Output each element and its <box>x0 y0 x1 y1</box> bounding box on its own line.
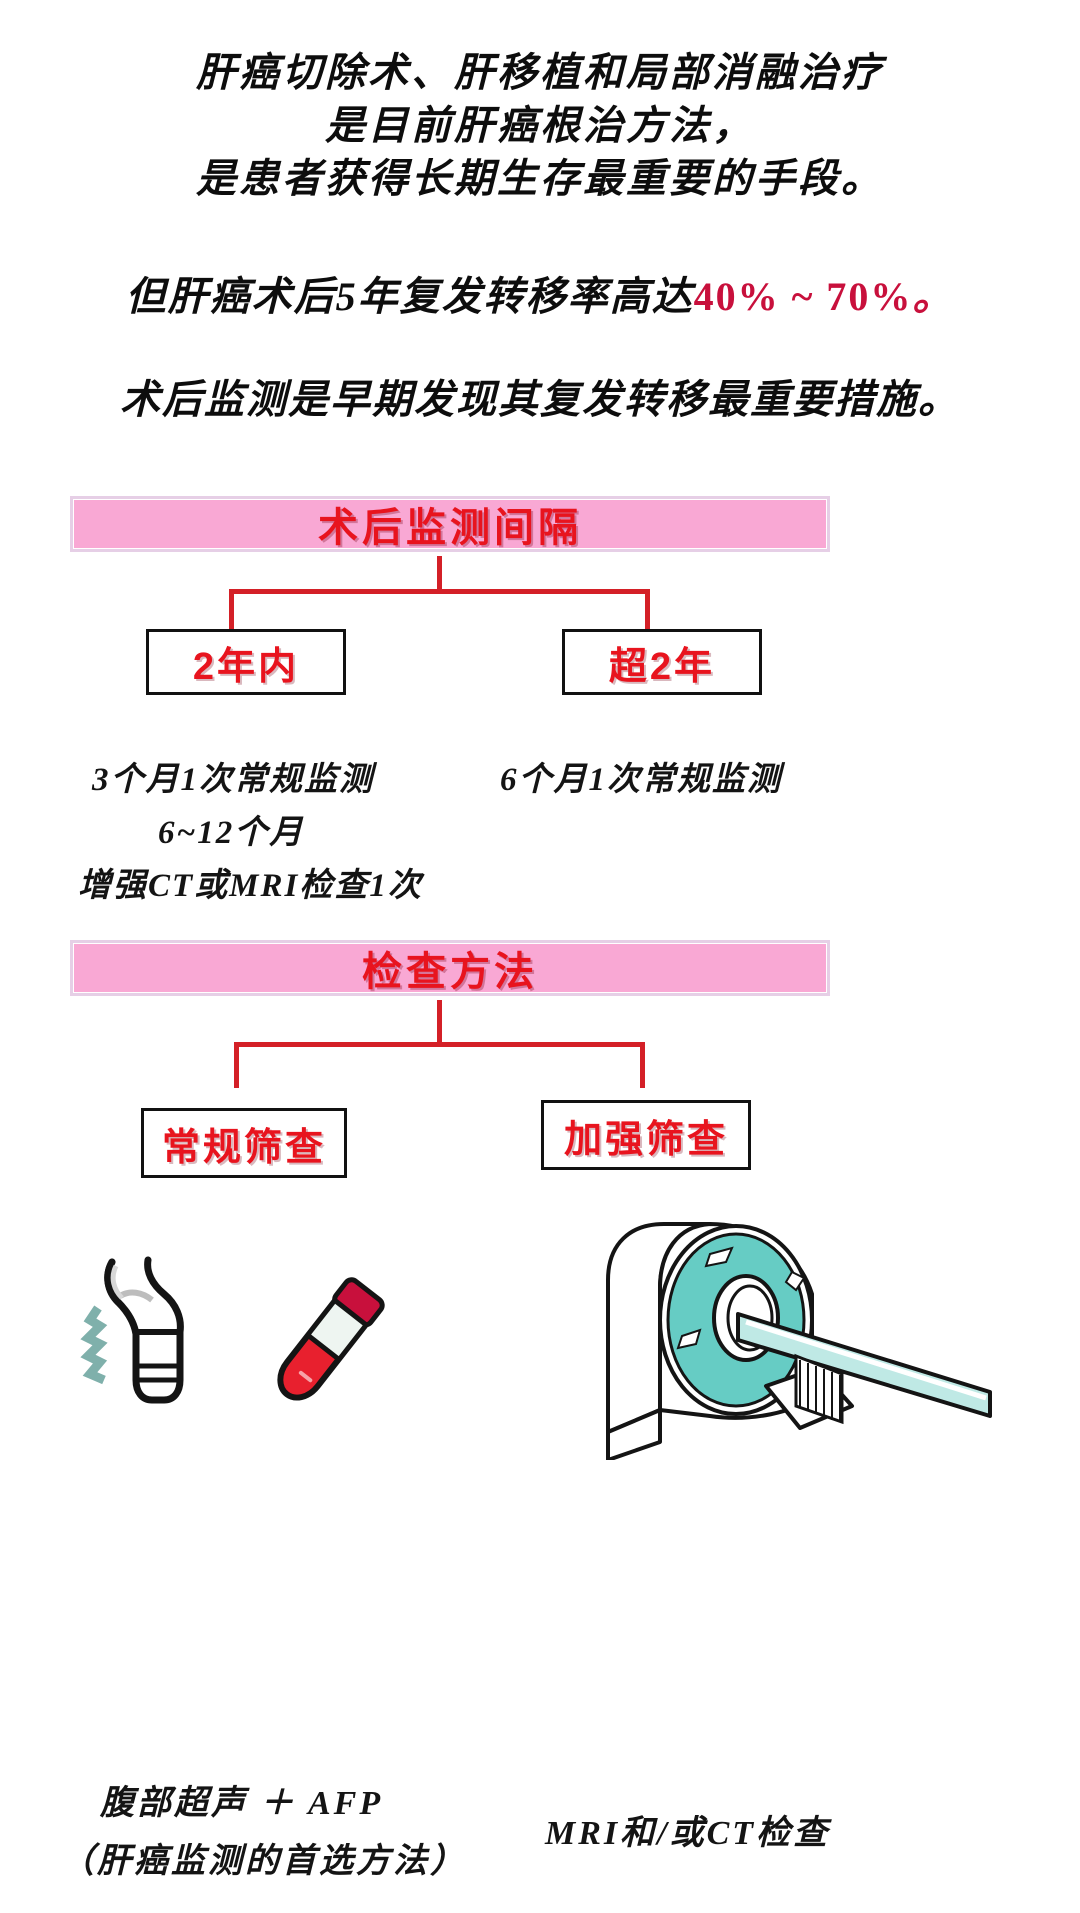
recurrence-stat-highlight: 40% ~ 70% <box>693 274 913 319</box>
caption-routine-screening-1: 腹部超声 ＋ AFP <box>100 1785 384 1822</box>
ultrasound-wave-icon <box>80 1305 108 1385</box>
box-over-2-years[interactable]: 超2年 <box>562 629 767 700</box>
connector-method-left-drop <box>234 1042 239 1088</box>
connector-interval-right-drop <box>645 589 650 629</box>
caption-routine-screening-2: （肝癌监测的首选方法） <box>60 1843 467 1880</box>
note-over-2-years-1: 6个月1次常规监测 <box>500 762 782 798</box>
box-over-2-years-label: 超2年 <box>608 645 716 688</box>
intro-line-3: 是患者获得长期生存最重要的手段。 <box>196 156 884 201</box>
recurrence-stat-prefix: 但肝癌术后5年复发转移率高达 <box>125 274 694 319</box>
box-enhanced-screening-label: 加强筛查 <box>563 1118 728 1161</box>
ultrasound-probe-icon <box>104 1256 184 1404</box>
connector-method-bar <box>234 1042 645 1047</box>
note-within-2-years-3: 增强CT或MRI检查1次 <box>78 868 423 904</box>
mri-ct-scanner-icon <box>606 1222 992 1462</box>
caption-enhanced-screening-1: MRI和/或CT检查 <box>545 1815 831 1852</box>
box-enhanced-screening[interactable]: 加强筛查 <box>541 1100 756 1175</box>
intro-line-2: 是目前肝癌根治方法， <box>325 103 755 148</box>
box-within-2-years[interactable]: 2年内 <box>146 629 351 700</box>
recurrence-stat-line: 但肝癌术后5年复发转移率高达40% ~ 70%。 <box>0 264 1080 322</box>
connector-interval-bar <box>229 589 650 594</box>
connector-interval-left-drop <box>229 589 234 629</box>
blood-tube-illustration <box>240 1275 420 1435</box>
recurrence-stat-suffix: 。 <box>912 274 955 319</box>
enhanced-screening-illustration <box>560 1210 1000 1462</box>
connector-method-stem <box>437 1000 442 1045</box>
banner-examination-method: 检查方法 <box>70 940 830 996</box>
routine-screening-illustration <box>60 1240 420 1440</box>
blood-tube-icon <box>277 1277 385 1401</box>
box-within-2-years-label: 2年内 <box>192 645 300 688</box>
banner-examination-method-label: 检查方法 <box>362 950 538 994</box>
box-routine-screening-label: 常规筛查 <box>161 1126 326 1169</box>
connector-interval-stem <box>437 556 442 592</box>
box-routine-screening[interactable]: 常规筛查 <box>141 1108 352 1183</box>
intro-line-1: 肝癌切除术、肝移植和局部消融治疗 <box>196 50 884 95</box>
note-within-2-years-1: 3个月1次常规监测 <box>92 762 374 798</box>
intro-paragraph: 肝癌切除术、肝移植和局部消融治疗 是目前肝癌根治方法， 是患者获得长期生存最重要… <box>0 46 1080 205</box>
note-within-2-years-2: 6~12个月 <box>158 815 305 851</box>
banner-monitoring-interval: 术后监测间隔 <box>70 496 830 552</box>
surveillance-measure-line: 术后监测是早期发现其复发转移最重要措施。 <box>120 377 960 422</box>
connector-method-right-drop <box>640 1042 645 1088</box>
banner-monitoring-interval-label: 术后监测间隔 <box>318 506 582 550</box>
